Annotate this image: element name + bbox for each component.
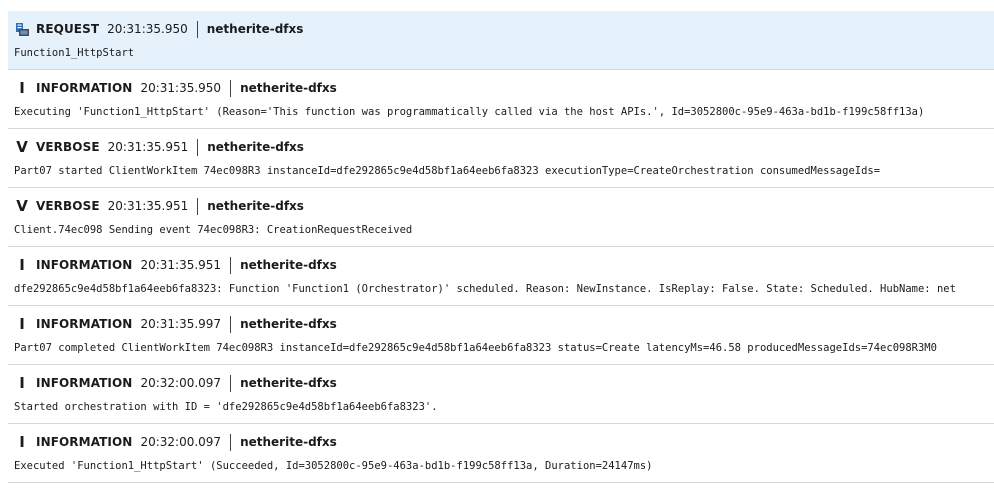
log-source: netherite-dfxs — [207, 140, 304, 154]
log-entry-header: I INFORMATION 20:31:35.997 netherite-dfx… — [14, 315, 337, 333]
log-level-label: INFORMATION — [36, 376, 133, 390]
log-message: Part07 completed ClientWorkItem 74ec098R… — [14, 342, 937, 354]
log-timestamp: 20:31:35.951 — [107, 140, 189, 154]
log-entry[interactable]: I INFORMATION 20:31:35.997 netherite-dfx… — [8, 306, 994, 365]
log-entry-header: V VERBOSE 20:31:35.951 netherite-dfxs — [14, 138, 304, 156]
separator — [230, 256, 232, 274]
log-timestamp: 20:31:35.951 — [107, 199, 189, 213]
log-entry-header: I INFORMATION 20:32:00.097 netherite-dfx… — [14, 374, 337, 392]
log-entry[interactable]: REQUEST 20:31:35.950 netherite-dfxs Func… — [8, 11, 994, 70]
information-icon: I — [19, 79, 25, 97]
log-list: REQUEST 20:31:35.950 netherite-dfxs Func… — [8, 11, 994, 483]
log-message: Part07 started ClientWorkItem 74ec098R3 … — [14, 165, 881, 177]
log-source: netherite-dfxs — [240, 258, 337, 272]
log-message: dfe292865c9e4d58bf1a64eeb6fa8323: Functi… — [14, 283, 956, 295]
log-source: netherite-dfxs — [240, 435, 337, 449]
log-source: netherite-dfxs — [206, 22, 304, 36]
log-level-label: INFORMATION — [36, 435, 133, 449]
log-level-label: INFORMATION — [36, 81, 133, 95]
log-entry[interactable]: I INFORMATION 20:31:35.950 netherite-dfx… — [8, 70, 994, 129]
log-source: netherite-dfxs — [207, 199, 304, 213]
log-timestamp: 20:32:00.097 — [140, 435, 222, 449]
log-level-label: INFORMATION — [36, 317, 133, 331]
log-level-label: VERBOSE — [36, 140, 100, 154]
log-entry[interactable]: I INFORMATION 20:32:00.097 netherite-dfx… — [8, 424, 994, 483]
separator — [230, 315, 232, 333]
information-icon: I — [19, 433, 25, 451]
separator — [230, 433, 232, 451]
log-entry-header: V VERBOSE 20:31:35.951 netherite-dfxs — [14, 197, 304, 215]
log-message: Client.74ec098 Sending event 74ec098R3: … — [14, 224, 413, 236]
log-entry-header: I INFORMATION 20:31:35.950 netherite-dfx… — [14, 79, 337, 97]
log-timestamp: 20:31:35.997 — [140, 317, 222, 331]
log-entry[interactable]: V VERBOSE 20:31:35.951 netherite-dfxs Cl… — [8, 188, 994, 247]
log-entry[interactable]: I INFORMATION 20:31:35.951 netherite-dfx… — [8, 247, 994, 306]
log-level-label: INFORMATION — [36, 258, 133, 272]
separator — [230, 374, 232, 392]
log-entry-header: REQUEST 20:31:35.950 netherite-dfxs — [14, 20, 303, 38]
log-entry-header: I INFORMATION 20:31:35.951 netherite-dfx… — [14, 256, 337, 274]
separator — [196, 20, 198, 38]
log-level-label: VERBOSE — [36, 199, 100, 213]
separator — [230, 79, 232, 97]
separator — [197, 197, 199, 215]
separator — [197, 138, 199, 156]
log-timestamp: 20:31:35.950 — [107, 22, 188, 36]
log-timestamp: 20:31:35.951 — [140, 258, 222, 272]
log-entry[interactable]: V VERBOSE 20:31:35.951 netherite-dfxs Pa… — [8, 129, 994, 188]
log-message: Executing 'Function1_HttpStart' (Reason=… — [14, 106, 925, 118]
log-timestamp: 20:31:35.950 — [140, 81, 222, 95]
log-entry[interactable]: I INFORMATION 20:32:00.097 netherite-dfx… — [8, 365, 994, 424]
information-icon: I — [19, 256, 25, 274]
log-message: Started orchestration with ID = 'dfe2928… — [14, 401, 438, 413]
log-timestamp: 20:32:00.097 — [140, 376, 222, 390]
log-source: netherite-dfxs — [240, 317, 337, 331]
log-message: Function1_HttpStart — [14, 47, 135, 59]
log-entry-header: I INFORMATION 20:32:00.097 netherite-dfx… — [14, 433, 337, 451]
information-icon: I — [19, 374, 25, 392]
verbose-icon: V — [16, 138, 28, 156]
log-message: Executed 'Function1_HttpStart' (Succeede… — [14, 460, 653, 472]
log-level-label: REQUEST — [36, 22, 100, 36]
log-source: netherite-dfxs — [240, 81, 337, 95]
information-icon: I — [19, 315, 25, 333]
log-source: netherite-dfxs — [240, 376, 337, 390]
verbose-icon: V — [16, 197, 28, 215]
request-icon — [14, 21, 30, 37]
